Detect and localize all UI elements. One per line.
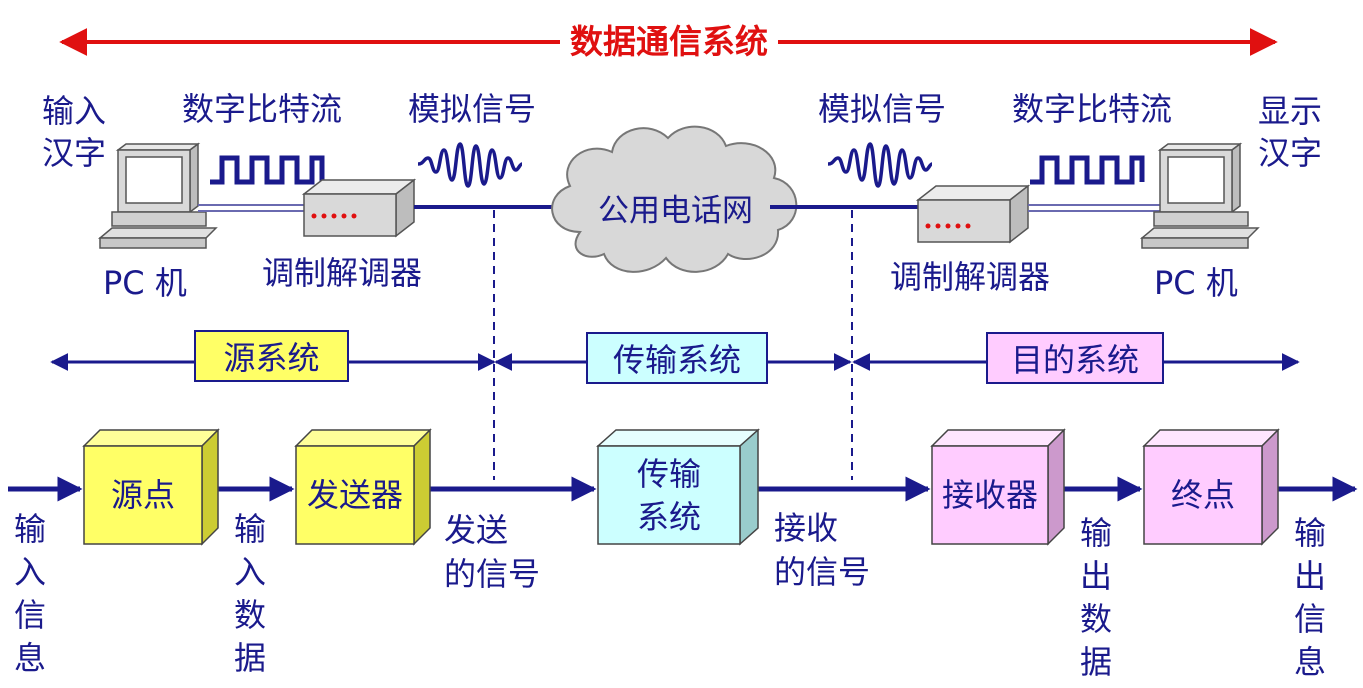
source-point-label: 源点 [110,476,175,514]
received-signal-label: 接收 的信号 [774,509,871,591]
output-data-label: 输出数据 [1079,514,1112,681]
transmission-system-block [596,428,760,546]
transmission-block-label: 传输 系统 [636,455,701,536]
page-title: 数据通信系统 [560,22,778,62]
transmitter-label: 发送器 [306,476,403,514]
left-modem-icon [301,178,417,238]
left-analog-label: 模拟信号 [408,90,537,128]
left-bitstream-wave [210,155,325,185]
right-modem-label: 调制解调器 [890,258,1051,296]
destination-point-block [1142,428,1280,546]
display-hanzi-label: 显示 汉字 [1258,92,1323,172]
input-hanzi-label: 输入 汉字 [42,92,107,172]
right-analog-wave [827,142,933,188]
transmission-system-box: 传输系统 [586,332,768,384]
right-bitstream-label: 数字比特流 [1012,90,1173,128]
destination-point-label: 终点 [1170,476,1235,514]
left-analog-wave [417,142,523,188]
source-system-box: 源系统 [194,330,349,382]
transmitter-block [294,428,432,546]
cloud-label: 公用电话网 [598,193,753,229]
left-bitstream-label: 数字比特流 [182,90,343,128]
left-modem-label: 调制解调器 [262,254,423,292]
destination-system-box: 目的系统 [986,332,1164,384]
sent-signal-label: 发送 的信号 [444,511,541,593]
right-pc-label: PC 机 [1154,264,1238,302]
right-bitstream-wave [1030,155,1145,185]
source-point-block [82,428,220,546]
right-pc-icon [1139,142,1260,249]
right-modem-icon [915,184,1031,244]
input-info-label: 输入信息 [13,510,46,677]
public-telephone-network-cloud [551,125,798,273]
input-data-label: 输入数据 [233,510,266,677]
output-info-label: 输出信息 [1293,514,1326,681]
receiver-block [930,428,1066,546]
receiver-label: 接收器 [941,476,1038,514]
left-pc-icon [97,142,218,249]
left-pc-label: PC 机 [103,264,187,302]
right-analog-label: 模拟信号 [818,90,947,128]
